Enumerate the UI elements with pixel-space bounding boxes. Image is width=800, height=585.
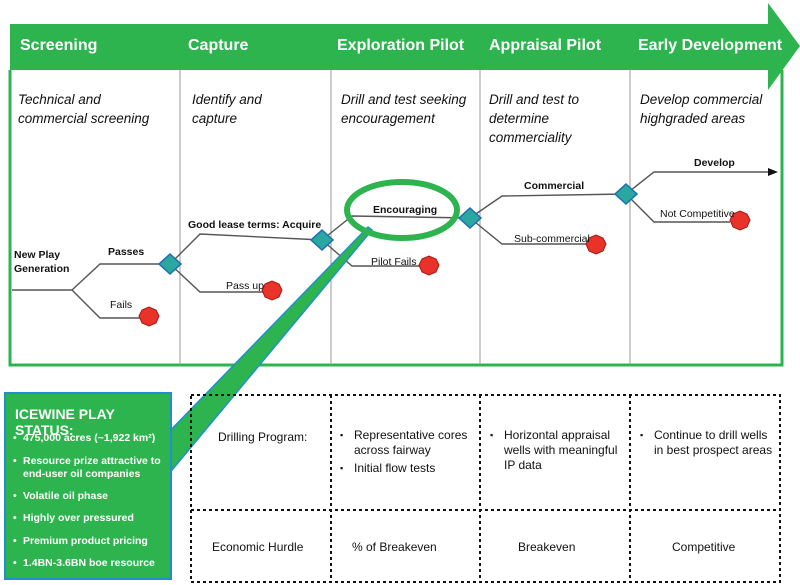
status-item: 1.4BN-3.6BN boe resource — [13, 557, 171, 570]
appraisal-bullets: Horizontal appraisal wells with meaningf… — [490, 428, 626, 476]
program-table-grid — [191, 395, 780, 582]
stop-icon-fails — [138, 306, 160, 327]
program-table-border — [190, 394, 781, 583]
stop-icon-sub-commercial — [585, 234, 607, 255]
flow-label-develop: Develop — [694, 157, 735, 169]
stop-icon-pass-up — [261, 280, 283, 301]
stage-banner-arrow — [10, 3, 800, 90]
hurdle-appraisal: Breakeven — [518, 540, 576, 554]
decision-diamond-screening — [157, 252, 183, 276]
decision-diamond-exploration — [457, 206, 483, 230]
economic-hurdle-label: Economic Hurdle — [212, 540, 304, 554]
flow-label-commercial: Commercial — [524, 180, 585, 192]
status-item: Highly over pressured — [13, 512, 171, 525]
status-item: Volatile oil phase — [13, 490, 171, 503]
flow-label-not-competitive: Not Competitive — [660, 208, 735, 220]
status-item: Resource prize attractive to end-user oi… — [13, 455, 171, 481]
flow-label-start: New Play Generation — [14, 249, 70, 275]
stop-icon-pilot-fails — [418, 255, 440, 276]
appraisal-bullet: Horizontal appraisal wells with meaningf… — [490, 428, 626, 473]
development-bullets: Continue to drill wells in best prospect… — [640, 428, 774, 461]
flow-label-acquire: Good lease terms: Acquire — [188, 219, 322, 231]
flow-lines — [12, 171, 770, 319]
development-bullet: Continue to drill wells in best prospect… — [640, 428, 774, 458]
stop-icon-not-competitive — [729, 210, 751, 231]
exploration-bullets: Representative cores across fairway Init… — [340, 428, 478, 479]
stage-title-capture: Capture — [188, 37, 249, 54]
stage-description-early-development: Develop commercial highgraded areas — [640, 92, 763, 126]
encouraging-highlight-ellipse — [344, 179, 460, 241]
status-item: Premium product pricing — [13, 535, 171, 548]
flow-label-sub-commercial: Sub-commercial — [514, 233, 590, 245]
develop-arrowhead — [768, 168, 778, 176]
drilling-program-label: Drilling Program: — [218, 430, 308, 444]
hurdle-exploration: % of Breakeven — [352, 540, 437, 554]
stage-description-exploration-pilot: Drill and test seeking encouragement — [341, 92, 467, 126]
flow-label-fails: Fails — [110, 299, 133, 311]
stage-title-screening: Screening — [20, 37, 98, 54]
flow-label-encouraging: Encouraging — [373, 204, 438, 216]
icewine-status-box: ICEWINE PLAY STATUS: 475,000 acres (~1,9… — [4, 392, 172, 580]
exploration-bullet: Initial flow tests — [340, 461, 478, 476]
stage-frame — [8, 70, 784, 367]
decision-diamond-capture — [309, 228, 335, 252]
stage-title-exploration-pilot: Exploration Pilot — [337, 37, 465, 54]
stage-description-capture: Identify and capture — [192, 92, 262, 126]
flow-label-pass-up: Pass up — [226, 280, 264, 292]
hurdle-development: Competitive — [672, 540, 736, 554]
decision-diamond-appraisal — [613, 182, 639, 206]
status-list: 475,000 acres (~1,922 km²) Resource priz… — [13, 432, 171, 580]
stage-description-appraisal-pilot: Drill and test to determine commercialit… — [489, 92, 580, 145]
flow-label-passes: Passes — [108, 246, 145, 258]
flow-label-pilot-fails: Pilot Fails — [371, 256, 417, 268]
status-item: 475,000 acres (~1,922 km²) — [13, 432, 171, 445]
stage-title-early-development: Early Development — [638, 37, 783, 54]
stage-description-screening: Technical and commercial screening — [18, 92, 150, 126]
stage-title-appraisal-pilot: Appraisal Pilot — [489, 37, 602, 54]
exploration-bullet: Representative cores across fairway — [340, 428, 478, 458]
